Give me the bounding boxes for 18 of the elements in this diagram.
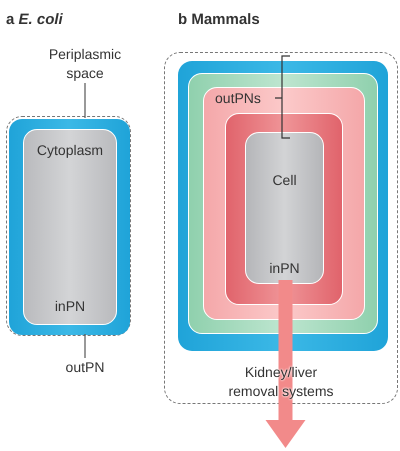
inner-layer [225,113,343,305]
dashed-boundary [164,52,398,404]
part-label: Periplasmic space [35,45,135,83]
region-label: inPN [268,260,301,276]
part-label: outPNs [215,90,261,106]
cytoplasm-region [23,129,117,325]
outer-layer [178,61,388,351]
layer [203,87,365,320]
leader-line [84,334,86,358]
leader-line [84,83,86,118]
panel-heading: a E. coli [6,12,63,28]
layer [188,73,378,334]
region-label: Cell [271,172,298,188]
panel-heading: b Mammals [178,12,260,28]
region-label: Cytoplasm [36,142,104,158]
part-label: outPN [55,358,115,376]
region-label: inPN [54,298,86,314]
cell-body [245,132,324,284]
